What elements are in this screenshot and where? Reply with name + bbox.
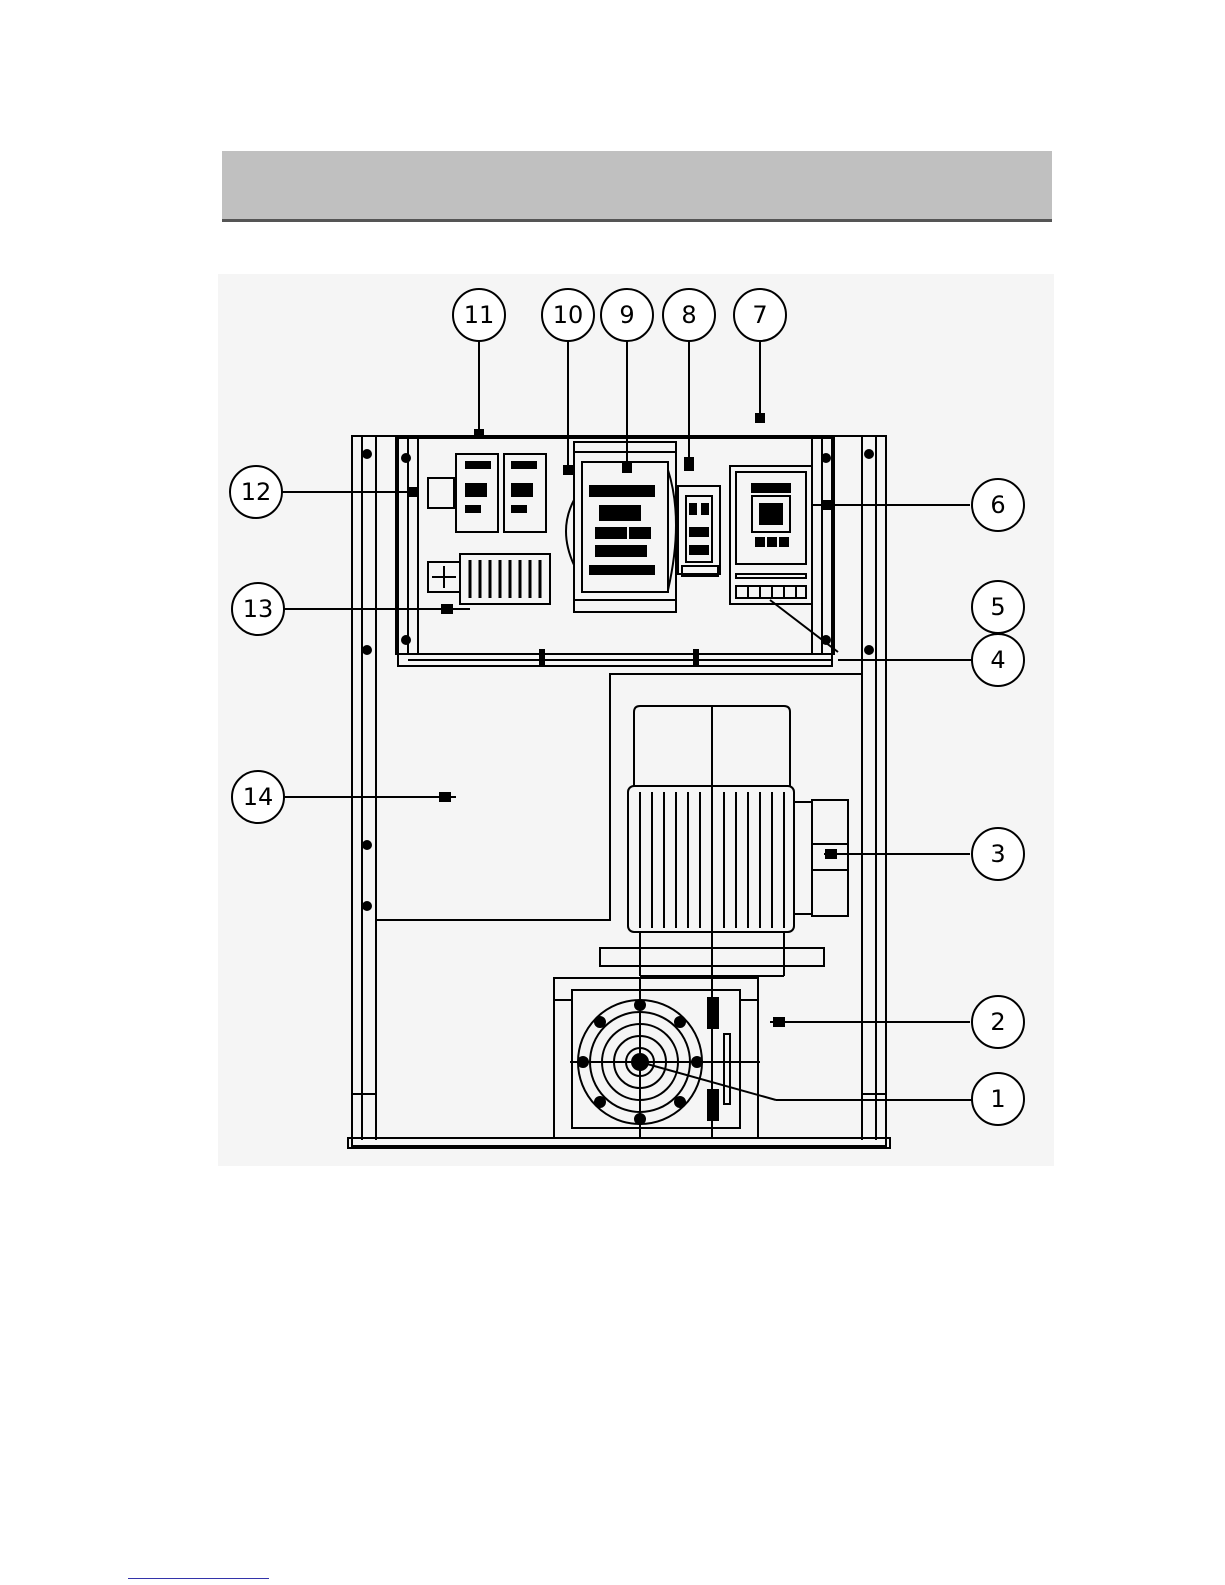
- callout-11: 11: [464, 301, 495, 329]
- footnote-rule: [128, 1578, 269, 1579]
- callout-4: 4: [990, 646, 1005, 674]
- callout-14: 14: [243, 783, 274, 811]
- callout-12: 12: [241, 478, 272, 506]
- callout-9: 9: [619, 301, 634, 329]
- terminal-block: [428, 554, 550, 604]
- frequency-inverter: [730, 466, 812, 604]
- callout-3: 3: [990, 840, 1005, 868]
- callout-6: 6: [990, 491, 1005, 519]
- callout-7: 7: [752, 301, 767, 329]
- callout-13: 13: [243, 595, 274, 623]
- callout-10: 10: [553, 301, 584, 329]
- callout-1: 1: [990, 1085, 1005, 1113]
- callout-8: 8: [681, 301, 696, 329]
- callout-2: 2: [990, 1008, 1005, 1036]
- machine-frame: [348, 436, 890, 1148]
- motor-controller: [566, 442, 676, 612]
- contactor: [678, 486, 720, 576]
- gearbox: [554, 978, 760, 1138]
- power-supply-units: [428, 454, 546, 532]
- callout-5: 5: [990, 593, 1005, 621]
